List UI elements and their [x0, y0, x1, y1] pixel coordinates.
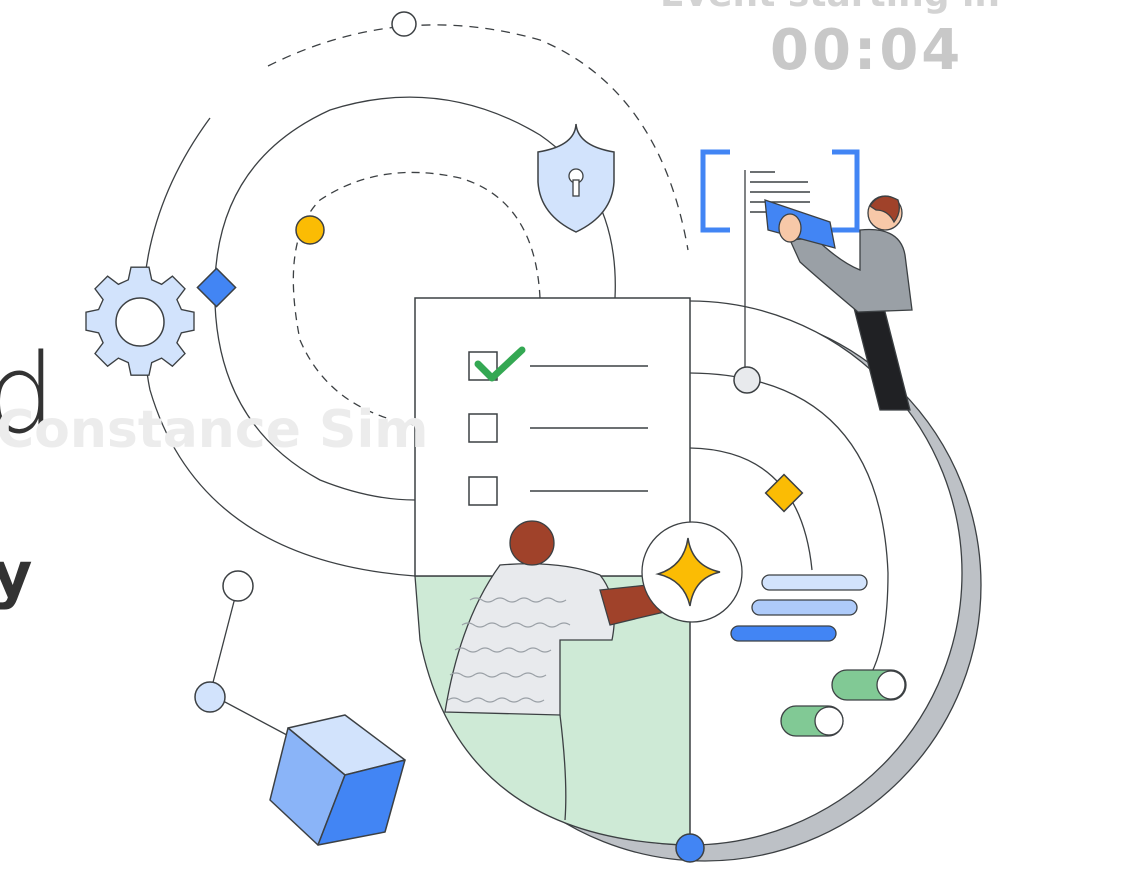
toggle-switch	[780, 705, 844, 737]
dashed-orbit-arc	[267, 24, 689, 251]
arc-node	[733, 366, 761, 394]
network-node	[194, 681, 226, 713]
speaker-name: Constance Sim	[0, 400, 429, 460]
bottom-node	[675, 833, 705, 863]
yellow-node	[295, 215, 325, 245]
scan-bracket-left	[700, 149, 730, 233]
orbit-node	[391, 11, 417, 37]
checklist-items	[468, 346, 648, 506]
checkbox	[468, 413, 498, 443]
inner-arc-large	[689, 372, 889, 691]
inner-arc-small	[689, 447, 813, 571]
check-icon	[474, 346, 526, 382]
text-bar	[761, 574, 868, 591]
countdown-label: Event starting in	[660, 0, 1000, 15]
shield-lock-icon	[537, 123, 615, 233]
network-node	[222, 570, 254, 602]
checkbox	[468, 476, 498, 506]
connector-line	[209, 693, 301, 743]
gear-icon	[85, 266, 195, 376]
person-scanning	[764, 195, 913, 411]
sparkle-icon	[641, 521, 743, 623]
inner-dashed-arc	[292, 171, 541, 426]
cube-icon	[269, 714, 406, 846]
blue-diamond	[196, 267, 237, 308]
text-bar	[730, 625, 837, 642]
outer-orbit-arc	[141, 117, 416, 577]
yellow-diamond	[764, 473, 804, 513]
connector-line	[209, 585, 239, 695]
event-subtitle-fragment: y	[0, 538, 33, 611]
text-bar	[751, 599, 858, 616]
countdown-timer: 00:04	[770, 18, 964, 83]
scan-bracket-right	[832, 149, 860, 233]
checklist-document	[414, 297, 691, 577]
event-title-fragment: d	[0, 330, 56, 458]
toggle-switch	[831, 669, 907, 701]
